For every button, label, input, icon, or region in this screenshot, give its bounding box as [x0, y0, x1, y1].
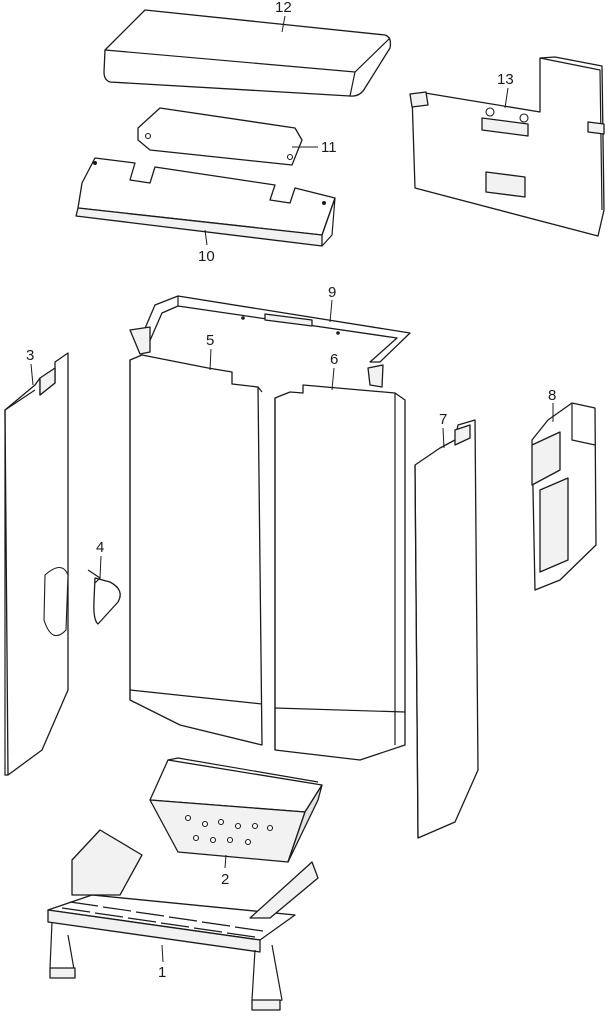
label-6: 6 — [330, 351, 338, 368]
leader-10 — [204, 229, 208, 246]
part-13-rear-plate — [409, 56, 605, 237]
leader-lines — [30, 15, 554, 963]
leader-9 — [329, 299, 333, 323]
label-8: 8 — [548, 387, 556, 404]
label-1: 1 — [158, 964, 166, 981]
part-10-support-plate — [75, 157, 336, 247]
label-12: 12 — [275, 0, 292, 16]
label-4: 4 — [96, 539, 104, 556]
leader-4 — [99, 555, 102, 579]
label-5: 5 — [206, 332, 214, 349]
label-7: 7 — [439, 411, 447, 428]
part-8-side-bracket — [531, 402, 597, 591]
part-11-plate — [137, 107, 303, 166]
part-5-rear-left-panel — [129, 354, 263, 746]
part-12-baffle-block — [103, 9, 392, 97]
label-13: 13 — [497, 71, 514, 88]
label-11: 11 — [321, 139, 337, 156]
label-9: 9 — [328, 284, 336, 301]
leader-3 — [30, 363, 34, 386]
part-9-frame — [129, 295, 411, 388]
label-10: 10 — [198, 248, 215, 265]
part-6-rear-right-panel — [274, 384, 406, 761]
leader-5 — [209, 348, 212, 371]
leader-2 — [224, 854, 227, 869]
leader-6 — [331, 367, 335, 391]
part-3-left-panel — [4, 352, 69, 776]
leader-13 — [504, 87, 509, 109]
leader-12 — [281, 15, 286, 33]
part-1-grate-stand — [47, 829, 319, 1011]
part-2-grate-basket — [149, 757, 323, 863]
part-7-right-panel — [414, 419, 479, 839]
leader-7 — [442, 427, 445, 449]
part-4-deflector — [87, 569, 121, 625]
label-3: 3 — [26, 347, 34, 364]
leader-1 — [161, 944, 164, 963]
label-2: 2 — [221, 871, 229, 888]
